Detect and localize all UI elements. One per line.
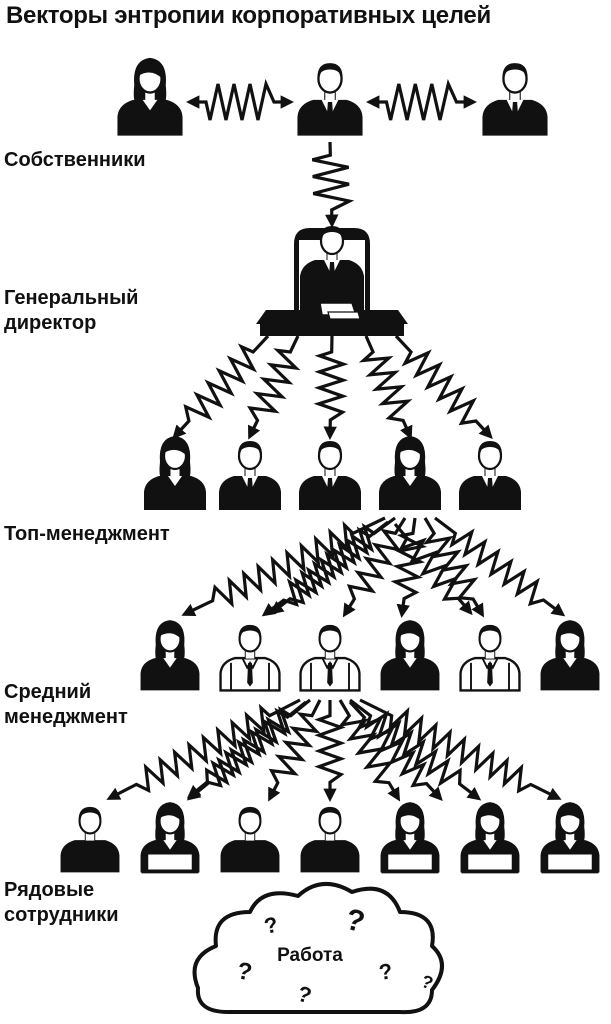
middle-manager-figure: [219, 624, 281, 692]
cloud-shape: [192, 882, 444, 1015]
tier-label-ceo-line2: директор: [4, 312, 97, 334]
staff-figure: [300, 806, 360, 873]
middle-manager-figure: [299, 624, 361, 692]
top-manager-figure: [144, 436, 206, 510]
middle-manager-figure: [540, 620, 600, 691]
work-cloud-label: Работа: [277, 945, 343, 966]
owner-arrow: [185, 78, 295, 121]
staff-figure: [380, 802, 440, 874]
people-layer: [60, 57, 600, 874]
ceo-figure: [256, 226, 408, 336]
ceo-to-top-arrow: [172, 334, 270, 439]
tier-label-middle: Средний менеджмент: [4, 680, 128, 730]
top-to-middle-arrow: [181, 516, 386, 616]
work-cloud: ??????: [192, 882, 444, 1015]
middle-to-staff-arrow: [337, 699, 401, 802]
tier-label-middle-line2: менеджмент: [4, 706, 128, 728]
ceo-to-top-arrow: [313, 335, 349, 441]
tier-label-staff: Рядовые сотрудники: [4, 878, 119, 928]
tier-label-ceo-line1: Генеральный: [4, 287, 139, 309]
question-mark: ?: [377, 958, 394, 985]
top-to-middle-arrow: [261, 516, 396, 617]
arrows-layer: [106, 78, 566, 803]
top-to-middle-arrow: [393, 522, 473, 616]
tier-label-top: Топ-менеджмент: [4, 523, 170, 545]
ceo-to-top-arrow: [247, 335, 301, 440]
owner-figure: [297, 63, 363, 136]
question-mark: ?: [295, 981, 315, 1009]
top-to-middle-arrow: [422, 517, 485, 618]
tier-label-middle-line1: Средний: [4, 681, 92, 703]
question-mark: ?: [262, 912, 280, 939]
top-to-middle-arrow: [434, 516, 566, 617]
middle-manager-figure: [140, 620, 200, 691]
top-to-middle-arrow: [390, 517, 428, 618]
top-manager-figure: [219, 441, 281, 510]
ceo-to-top-arrow: [394, 334, 493, 439]
staff-figure: [140, 802, 200, 874]
middle-to-staff-arrow: [186, 698, 312, 801]
top-to-middle-arrow: [269, 520, 389, 615]
tier-label-staff-line2: сотрудники: [4, 904, 119, 926]
middle-to-staff-arrow: [314, 700, 346, 803]
owner-arrow: [365, 79, 478, 121]
staff-figure: [60, 806, 120, 873]
question-mark: ?: [235, 957, 254, 986]
top-manager-figure: [459, 441, 521, 510]
middle-manager-figure: [380, 620, 440, 691]
middle-to-staff-arrow: [106, 698, 301, 800]
top-to-middle-arrow: [342, 517, 407, 618]
owner-figure: [482, 63, 548, 136]
owners-to-ceo-arrow: [311, 141, 355, 229]
tier-label-ceo: Генеральный директор: [4, 286, 138, 336]
middle-to-staff-arrow: [359, 698, 562, 800]
staff-figure: [540, 802, 600, 874]
middle-to-staff-arrow: [268, 699, 322, 802]
staff-figure: [220, 806, 280, 873]
middle-manager-figure: [459, 624, 521, 692]
top-manager-figure: [299, 441, 361, 510]
diagram-title: Векторы энтропии корпоративных целей: [6, 2, 491, 29]
staff-figure: [460, 802, 520, 874]
ceo-to-top-arrow: [358, 335, 413, 440]
middle-to-staff-arrow: [186, 700, 308, 799]
tier-label-owners: Собственники: [4, 149, 146, 171]
owner-figure: [117, 57, 183, 136]
top-manager-figure: [379, 436, 441, 510]
middle-to-staff-arrow: [348, 700, 443, 801]
tier-label-staff-line1: Рядовые: [4, 879, 95, 901]
